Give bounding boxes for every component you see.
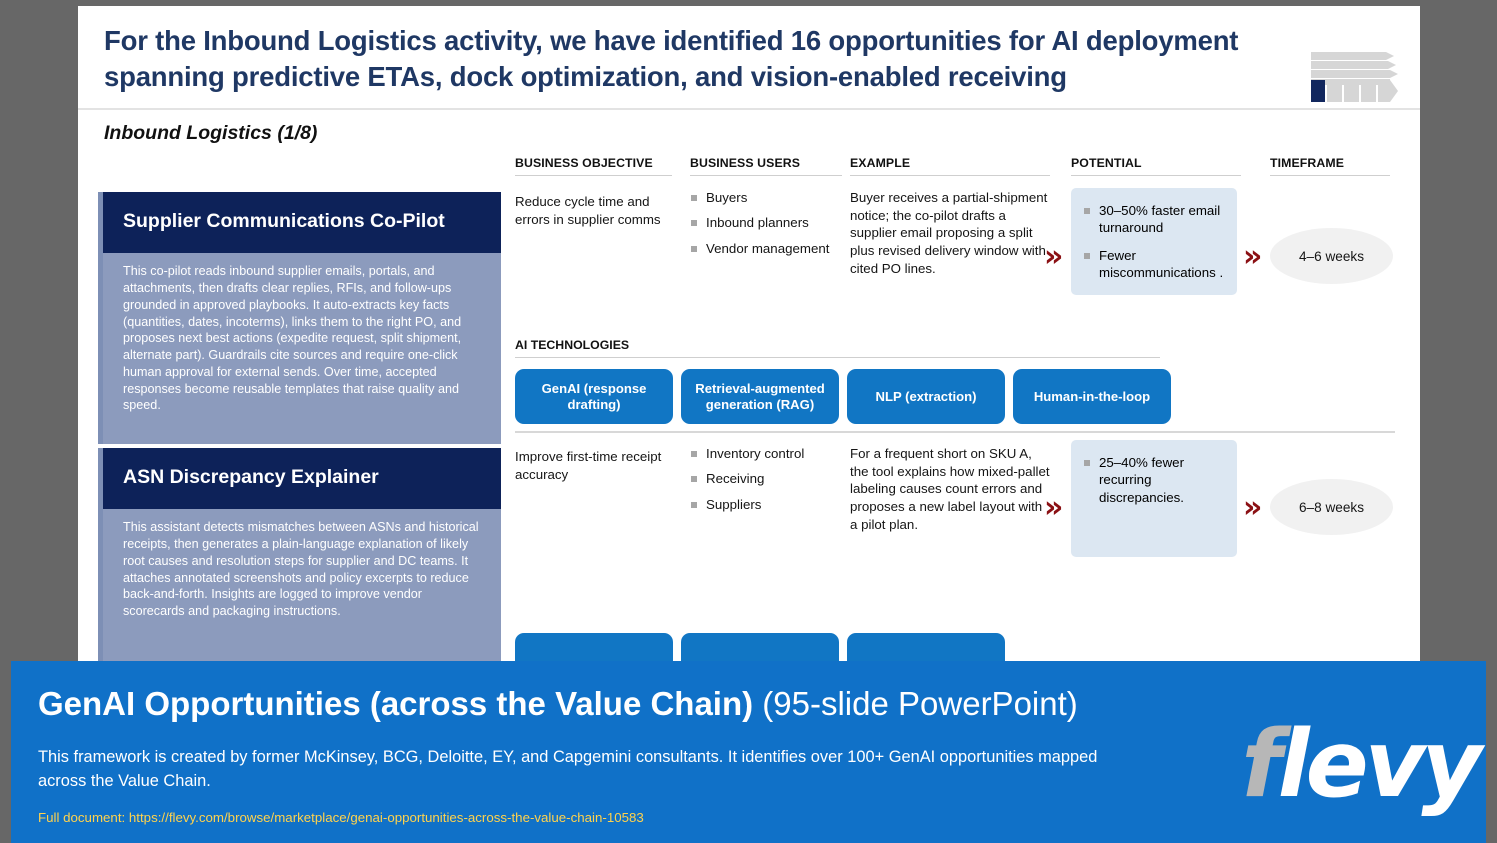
ai-technology-pill[interactable]: GenAI (response drafting) xyxy=(515,369,673,424)
row-divider xyxy=(515,431,1395,433)
flevy-logo-rest: levy xyxy=(1277,710,1482,818)
column-header-objective: BUSINESS OBJECTIVE xyxy=(515,156,672,176)
chevron-icon: » xyxy=(1243,239,1263,274)
list-item: Inbound planners xyxy=(690,214,850,231)
opportunity-card[interactable]: Supplier Communications Co-Pilot This co… xyxy=(98,192,501,444)
ai-technologies-pills xyxy=(515,633,1395,661)
slide-body: BUSINESS OBJECTIVE BUSINESS USERS EXAMPL… xyxy=(78,156,1420,661)
list-item: 30–50% faster email turnaround xyxy=(1083,202,1227,237)
opportunity-users: Buyers Inbound planners Vendor managemen… xyxy=(690,189,850,265)
column-header-potential: POTENTIAL xyxy=(1071,156,1241,176)
ai-technology-pill[interactable] xyxy=(847,633,1005,661)
slide-subtitle-row: Inbound Logistics (1/8) xyxy=(78,110,1420,156)
opportunity-title: Supplier Communications Co-Pilot xyxy=(103,192,501,254)
opportunity-example: Buyer receives a partial-shipment notice… xyxy=(850,190,1048,276)
ai-technologies-label: AI TECHNOLOGIES xyxy=(515,338,1160,358)
opportunity-title: ASN Discrepancy Explainer xyxy=(103,448,501,510)
flevy-promo-banner: GenAI Opportunities (across the Value Ch… xyxy=(11,661,1486,843)
banner-title-light: (95-slide PowerPoint) xyxy=(753,685,1078,722)
slide-canvas: For the Inbound Logistics activity, we h… xyxy=(78,6,1420,661)
opportunity-row: ASN Discrepancy Explainer This assistant… xyxy=(78,436,1420,661)
opportunity-timeframe: 6–8 weeks xyxy=(1270,479,1393,535)
list-item: Receiving xyxy=(690,470,850,487)
ai-technologies-pills: GenAI (response drafting) Retrieval-augm… xyxy=(515,369,1395,424)
potential-list: 30–50% faster email turnaround Fewer mis… xyxy=(1083,202,1227,281)
column-header-example: EXAMPLE xyxy=(850,156,1050,176)
list-item: Suppliers xyxy=(690,496,850,513)
opportunity-potential: 30–50% faster email turnaround Fewer mis… xyxy=(1071,188,1237,296)
list-item: Fewer miscommunications . xyxy=(1083,247,1227,282)
slide-subtitle: Inbound Logistics (1/8) xyxy=(104,122,318,144)
list-item: Inventory control xyxy=(690,445,850,462)
banner-title-bold: GenAI Opportunities (across the Value Ch… xyxy=(38,685,754,722)
column-headers: BUSINESS OBJECTIVE BUSINESS USERS EXAMPL… xyxy=(515,156,1395,186)
ai-technology-pill[interactable]: Human-in-the-loop xyxy=(1013,369,1171,424)
opportunity-objective: Reduce cycle time and errors in supplier… xyxy=(515,194,661,227)
flevy-logo-f: f xyxy=(1241,710,1282,818)
opportunity-example: For a frequent short on SKU A, the tool … xyxy=(850,446,1050,532)
opportunity-row: Supplier Communications Co-Pilot This co… xyxy=(78,156,1420,444)
ai-technologies-block xyxy=(515,622,1395,661)
opportunity-timeframe: 4–6 weeks xyxy=(1270,228,1393,284)
chevron-icon: » xyxy=(1044,239,1064,274)
list-item: Buyers xyxy=(690,189,850,206)
ai-technologies-block: AI TECHNOLOGIES GenAI (response drafting… xyxy=(515,338,1395,424)
opportunity-potential: 25–40% fewer recurring discrepancies. xyxy=(1071,440,1237,557)
users-list: Inventory control Receiving Suppliers xyxy=(690,445,850,513)
list-item: 25–40% fewer recurring discrepancies. xyxy=(1083,454,1227,506)
opportunity-objective: Improve first-time receipt accuracy xyxy=(515,449,662,482)
slide-header: For the Inbound Logistics activity, we h… xyxy=(78,6,1420,110)
list-item: Vendor management xyxy=(690,240,850,257)
ai-technology-pill[interactable] xyxy=(515,633,673,661)
column-header-users: BUSINESS USERS xyxy=(690,156,842,176)
ai-technology-pill[interactable]: Retrieval-augmented generation (RAG) xyxy=(681,369,839,424)
chevron-icon: » xyxy=(1243,490,1263,525)
opportunity-description: This assistant detects mismatches betwee… xyxy=(123,520,479,619)
potential-list: 25–40% fewer recurring discrepancies. xyxy=(1083,454,1227,506)
ai-technology-pill[interactable]: NLP (extraction) xyxy=(847,369,1005,424)
opportunity-description: This co-pilot reads inbound supplier ema… xyxy=(123,264,462,413)
flevy-logo: flevy xyxy=(1241,718,1482,811)
users-list: Buyers Inbound planners Vendor managemen… xyxy=(690,189,850,257)
banner-title: GenAI Opportunities (across the Value Ch… xyxy=(38,685,1078,723)
page-title: For the Inbound Logistics activity, we h… xyxy=(104,25,1239,93)
chevron-icon: » xyxy=(1044,490,1064,525)
banner-description: This framework is created by former McKi… xyxy=(38,748,1098,790)
value-chain-icon xyxy=(1311,52,1398,102)
banner-document-link[interactable]: Full document: https://flevy.com/browse/… xyxy=(38,810,644,825)
opportunity-card[interactable]: ASN Discrepancy Explainer This assistant… xyxy=(98,448,501,661)
opportunity-users: Inventory control Receiving Suppliers xyxy=(690,445,850,521)
ai-technology-pill[interactable] xyxy=(681,633,839,661)
column-header-timeframe: TIMEFRAME xyxy=(1270,156,1390,176)
